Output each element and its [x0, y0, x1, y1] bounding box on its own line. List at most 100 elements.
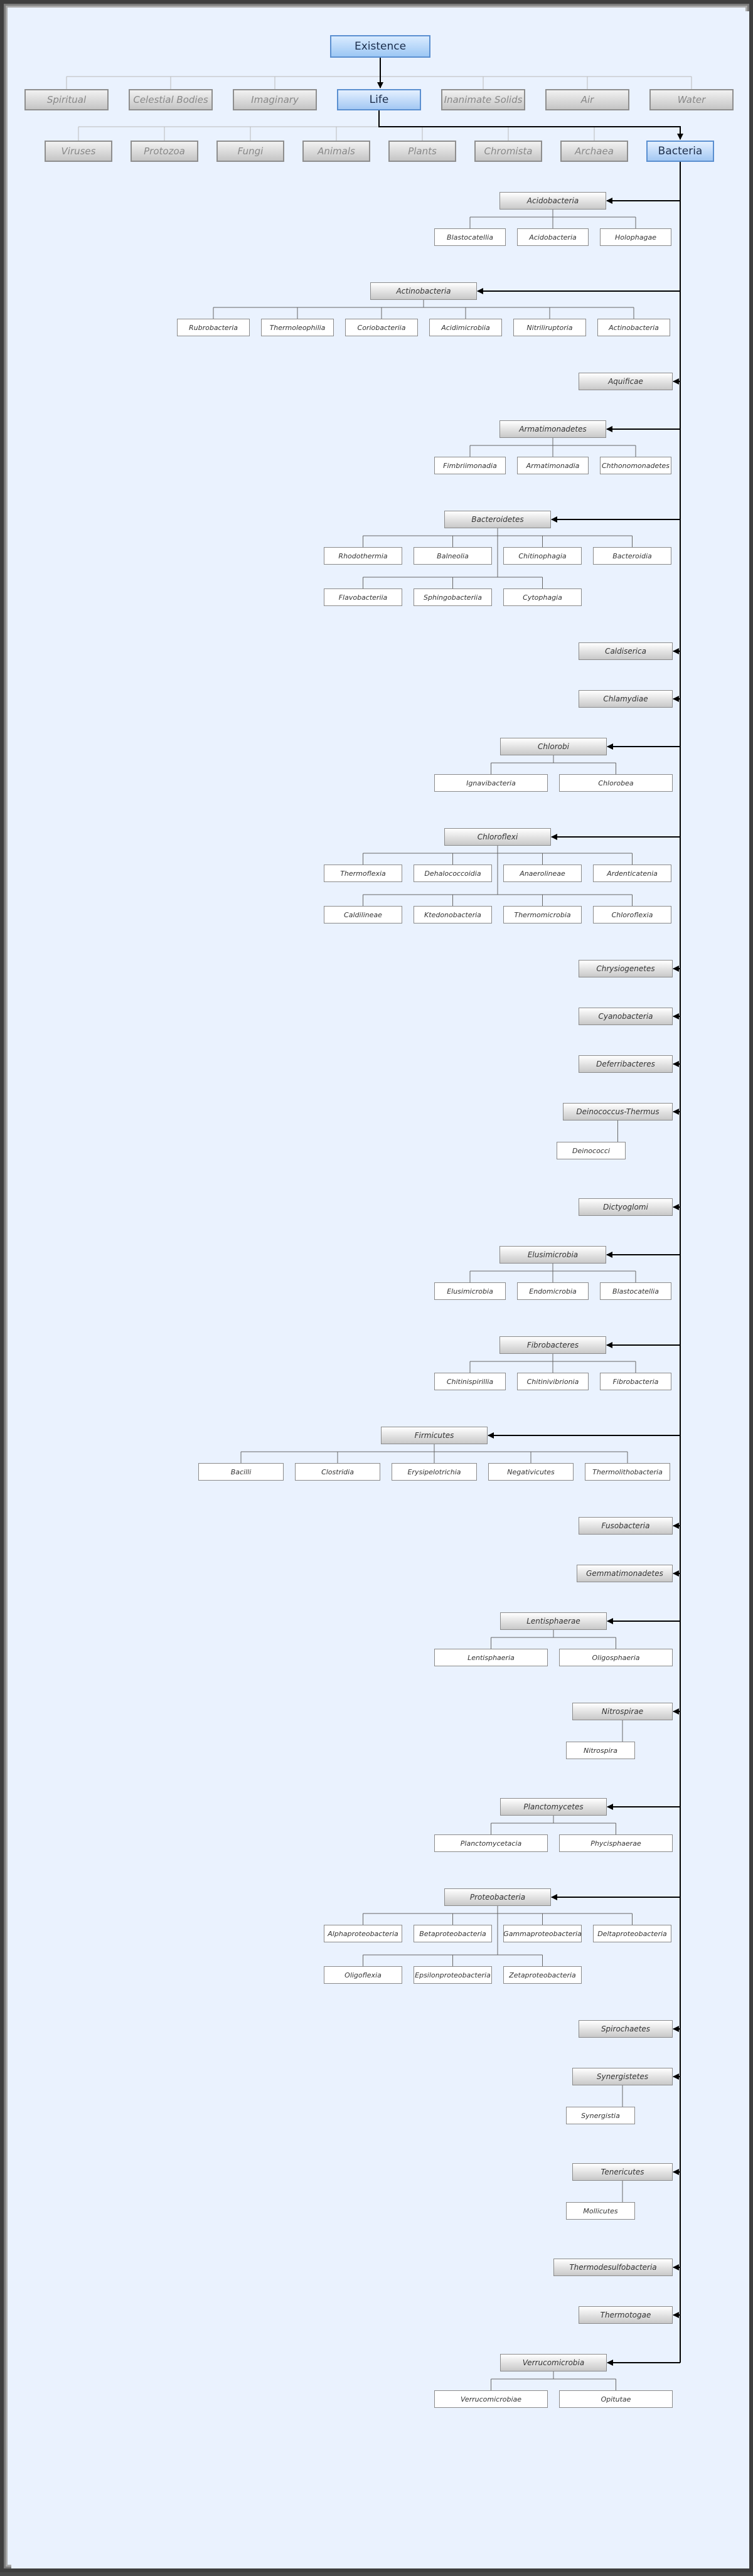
root-node-existence[interactable]: Existence [330, 35, 430, 58]
phylum-node-tenericutes[interactable]: Tenericutes [572, 2163, 673, 2181]
class-node-epsilonproteobacteria[interactable]: Epsilonproteobacteria [414, 1966, 492, 1984]
phylum-node-chlamydiae[interactable]: Chlamydiae [579, 690, 673, 708]
top-node-inanimate-solids[interactable]: Inanimate Solids [441, 89, 525, 110]
phylum-node-planctomycetes[interactable]: Planctomycetes [500, 1798, 607, 1816]
class-node-nitriliruptoria[interactable]: Nitriliruptoria [513, 319, 586, 336]
class-node-ardenticatenia[interactable]: Ardenticatenia [593, 865, 671, 882]
phylum-node-lentisphaerae[interactable]: Lentisphaerae [500, 1612, 607, 1630]
class-node-rubrobacteria[interactable]: Rubrobacteria [177, 319, 250, 336]
class-node-rhodothermia[interactable]: Rhodothermia [324, 547, 402, 565]
phylum-node-caldiserica[interactable]: Caldiserica [579, 642, 673, 660]
phylum-node-firmicutes[interactable]: Firmicutes [381, 1427, 488, 1444]
phylum-node-aquificae[interactable]: Aquificae [579, 373, 673, 390]
class-node-elusimicrobia[interactable]: Elusimicrobia [434, 1282, 506, 1300]
top-node-imaginary[interactable]: Imaginary [233, 89, 317, 110]
class-node-mollicutes[interactable]: Mollicutes [566, 2202, 635, 2220]
class-node-cytophagia[interactable]: Cytophagia [503, 588, 582, 606]
phylum-node-chloroflexi[interactable]: Chloroflexi [444, 828, 551, 846]
class-node-lentisphaeria[interactable]: Lentisphaeria [434, 1649, 548, 1666]
class-node-planctomycetacia[interactable]: Planctomycetacia [434, 1834, 548, 1852]
class-node-acidimicrobiia[interactable]: Acidimicrobiia [429, 319, 502, 336]
phylum-node-armatimonadetes[interactable]: Armatimonadetes [499, 420, 606, 438]
class-node-ktedonobacteria[interactable]: Ktedonobacteria [414, 906, 492, 923]
class-node-endomicrobia[interactable]: Endomicrobia [517, 1282, 589, 1300]
class-node-verrucomicrobiae[interactable]: Verrucomicrobiae [434, 2390, 548, 2408]
class-node-blastocatellia[interactable]: Blastocatellia [434, 228, 506, 246]
class-node-bacilli[interactable]: Bacilli [198, 1463, 284, 1481]
top-node-air[interactable]: Air [545, 89, 629, 110]
class-node-thermoleophilia[interactable]: Thermoleophilia [261, 319, 334, 336]
class-node-deltaproteobacteria[interactable]: Deltaproteobacteria [593, 1925, 671, 1942]
class-node-bacteroidia[interactable]: Bacteroidia [593, 547, 671, 565]
class-node-chitinispirillia[interactable]: Chitinispirillia [434, 1373, 506, 1390]
phylum-node-chrysiogenetes[interactable]: Chrysiogenetes [579, 960, 673, 977]
kingdom-node-bacteria[interactable]: Bacteria [646, 141, 714, 162]
class-node-flavobacteriia[interactable]: Flavobacteriia [324, 588, 402, 606]
class-node-holophagae[interactable]: Holophagae [600, 228, 671, 246]
class-node-thermolithobacteria[interactable]: Thermolithobacteria [585, 1463, 670, 1481]
class-node-oligosphaeria[interactable]: Oligosphaeria [559, 1649, 673, 1666]
class-node-acidobacteria[interactable]: Acidobacteria [517, 228, 589, 246]
class-node-clostridia[interactable]: Clostridia [295, 1463, 380, 1481]
phylum-node-fusobacteria[interactable]: Fusobacteria [579, 1517, 673, 1535]
class-node-sphingobacteriia[interactable]: Sphingobacteriia [414, 588, 492, 606]
class-node-gammaproteobacteria[interactable]: Gammaproteobacteria [503, 1925, 582, 1942]
kingdom-node-protozoa[interactable]: Protozoa [131, 141, 198, 162]
class-node-ignavibacteria[interactable]: Ignavibacteria [434, 774, 548, 792]
class-node-fimbriimonadia[interactable]: Fimbriimonadia [434, 457, 506, 474]
phylum-node-acidobacteria[interactable]: Acidobacteria [499, 192, 606, 210]
phylum-node-synergistetes[interactable]: Synergistetes [572, 2068, 673, 2085]
phylum-node-chlorobi[interactable]: Chlorobi [500, 738, 607, 755]
class-node-caldilineae[interactable]: Caldilineae [324, 906, 402, 923]
class-node-chitinivibrionia[interactable]: Chitinivibrionia [517, 1373, 589, 1390]
class-node-anaerolineae[interactable]: Anaerolineae [503, 865, 582, 882]
phylum-node-fibrobacteres[interactable]: Fibrobacteres [499, 1336, 606, 1354]
top-node-spiritual[interactable]: Spiritual [24, 89, 109, 110]
class-node-deinococci[interactable]: Deinococci [557, 1142, 626, 1159]
class-node-negativicutes[interactable]: Negativicutes [488, 1463, 574, 1481]
phylum-node-spirochaetes[interactable]: Spirochaetes [579, 2020, 673, 2038]
top-node-life[interactable]: Life [337, 89, 421, 110]
class-node-blastocatellia[interactable]: Blastocatellia [600, 1282, 671, 1300]
class-node-chloroflexia[interactable]: Chloroflexia [593, 906, 671, 923]
class-node-thermoflexia[interactable]: Thermoflexia [324, 865, 402, 882]
class-node-betaproteobacteria[interactable]: Betaproteobacteria [414, 1925, 492, 1942]
phylum-node-proteobacteria[interactable]: Proteobacteria [444, 1888, 551, 1906]
phylum-node-thermodesulfobacteria[interactable]: Thermodesulfobacteria [553, 2259, 673, 2276]
class-node-chitinophagia[interactable]: Chitinophagia [503, 547, 582, 565]
phylum-node-actinobacteria[interactable]: Actinobacteria [370, 282, 477, 300]
phylum-node-thermotogae[interactable]: Thermotogae [579, 2306, 673, 2324]
kingdom-node-viruses[interactable]: Viruses [45, 141, 112, 162]
kingdom-node-archaea[interactable]: Archaea [560, 141, 628, 162]
class-node-phycisphaerae[interactable]: Phycisphaerae [559, 1834, 673, 1852]
class-node-synergistia[interactable]: Synergistia [566, 2107, 635, 2124]
phylum-node-dictyoglomi[interactable]: Dictyoglomi [579, 1198, 673, 1216]
class-node-nitrospira[interactable]: Nitrospira [566, 1742, 635, 1759]
kingdom-node-plants[interactable]: Plants [388, 141, 456, 162]
phylum-node-bacteroidetes[interactable]: Bacteroidetes [444, 511, 551, 528]
phylum-node-nitrospirae[interactable]: Nitrospirae [572, 1703, 673, 1720]
class-node-alphaproteobacteria[interactable]: Alphaproteobacteria [324, 1925, 402, 1942]
class-node-balneolia[interactable]: Balneolia [414, 547, 492, 565]
class-node-thermomicrobia[interactable]: Thermomicrobia [503, 906, 582, 923]
kingdom-node-chromista[interactable]: Chromista [474, 141, 542, 162]
class-node-actinobacteria[interactable]: Actinobacteria [597, 319, 670, 336]
class-node-opitutae[interactable]: Opitutae [559, 2390, 673, 2408]
phylum-node-cyanobacteria[interactable]: Cyanobacteria [579, 1008, 673, 1025]
phylum-node-deinococcus-thermus[interactable]: Deinococcus-Thermus [563, 1103, 673, 1120]
class-node-chlorobea[interactable]: Chlorobea [559, 774, 673, 792]
class-node-armatimonadia[interactable]: Armatimonadia [517, 457, 589, 474]
class-node-oligoflexia[interactable]: Oligoflexia [324, 1966, 402, 1984]
top-node-water[interactable]: Water [649, 89, 734, 110]
class-node-zetaproteobacteria[interactable]: Zetaproteobacteria [503, 1966, 582, 1984]
class-node-coriobacteriia[interactable]: Coriobacteriia [345, 319, 418, 336]
phylum-node-deferribacteres[interactable]: Deferribacteres [579, 1055, 673, 1073]
class-node-fibrobacteria[interactable]: Fibrobacteria [600, 1373, 671, 1390]
kingdom-node-fungi[interactable]: Fungi [216, 141, 284, 162]
phylum-node-verrucomicrobia[interactable]: Verrucomicrobia [500, 2354, 607, 2371]
top-node-celestial-bodies[interactable]: Celestial Bodies [129, 89, 213, 110]
kingdom-node-animals[interactable]: Animals [302, 141, 370, 162]
class-node-dehalococcoidia[interactable]: Dehalococcoidia [414, 865, 492, 882]
class-node-erysipelotrichia[interactable]: Erysipelotrichia [392, 1463, 477, 1481]
phylum-node-gemmatimonadetes[interactable]: Gemmatimonadetes [577, 1565, 673, 1582]
